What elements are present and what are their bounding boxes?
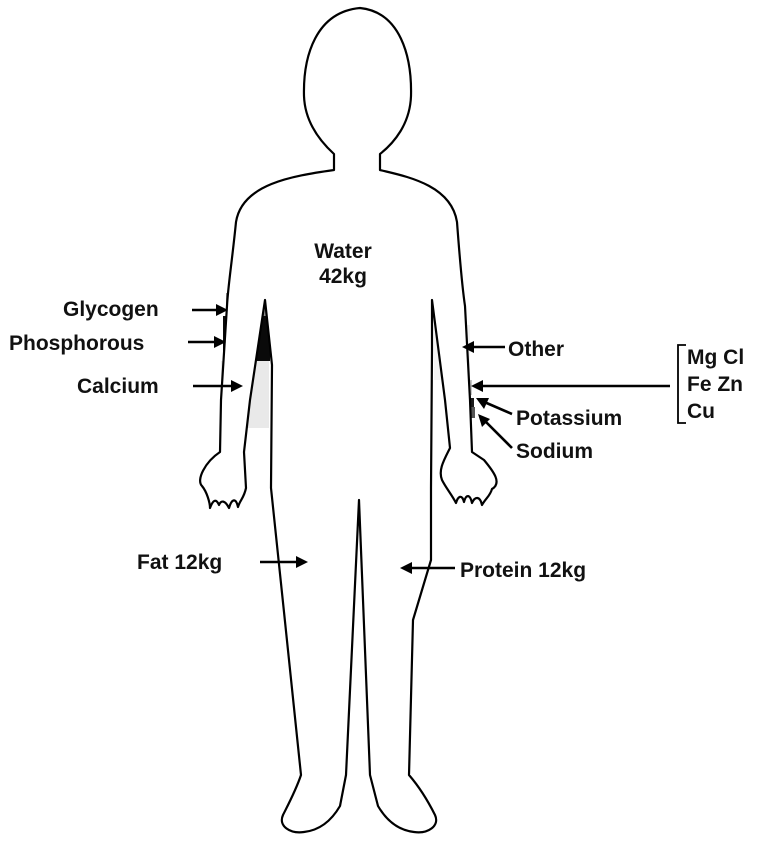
body-outline [200,8,496,832]
calcium-label: Calcium [77,375,159,398]
sodium-label: Sodium [516,440,593,463]
mineral-label-cu: Cu [687,400,715,423]
water-label-line2: 42kg [319,265,367,288]
other-label: Other [508,338,564,361]
mineral-arrowhead [471,380,483,392]
mineral-bracket [678,345,686,423]
mineral-label-fe-zn: Fe Zn [687,373,743,396]
mineral-label-mg-cl: Mg Cl [687,346,744,369]
fat-label: Fat 12kg [137,551,222,574]
potassium-label: Potassium [516,407,622,430]
sodium-arrow [483,419,512,448]
water-label-line1: Water [314,240,372,263]
glycogen-label: Glycogen [63,298,159,321]
protein-label: Protein 12kg [460,559,586,582]
phosphorous-label: Phosphorous [9,332,144,355]
